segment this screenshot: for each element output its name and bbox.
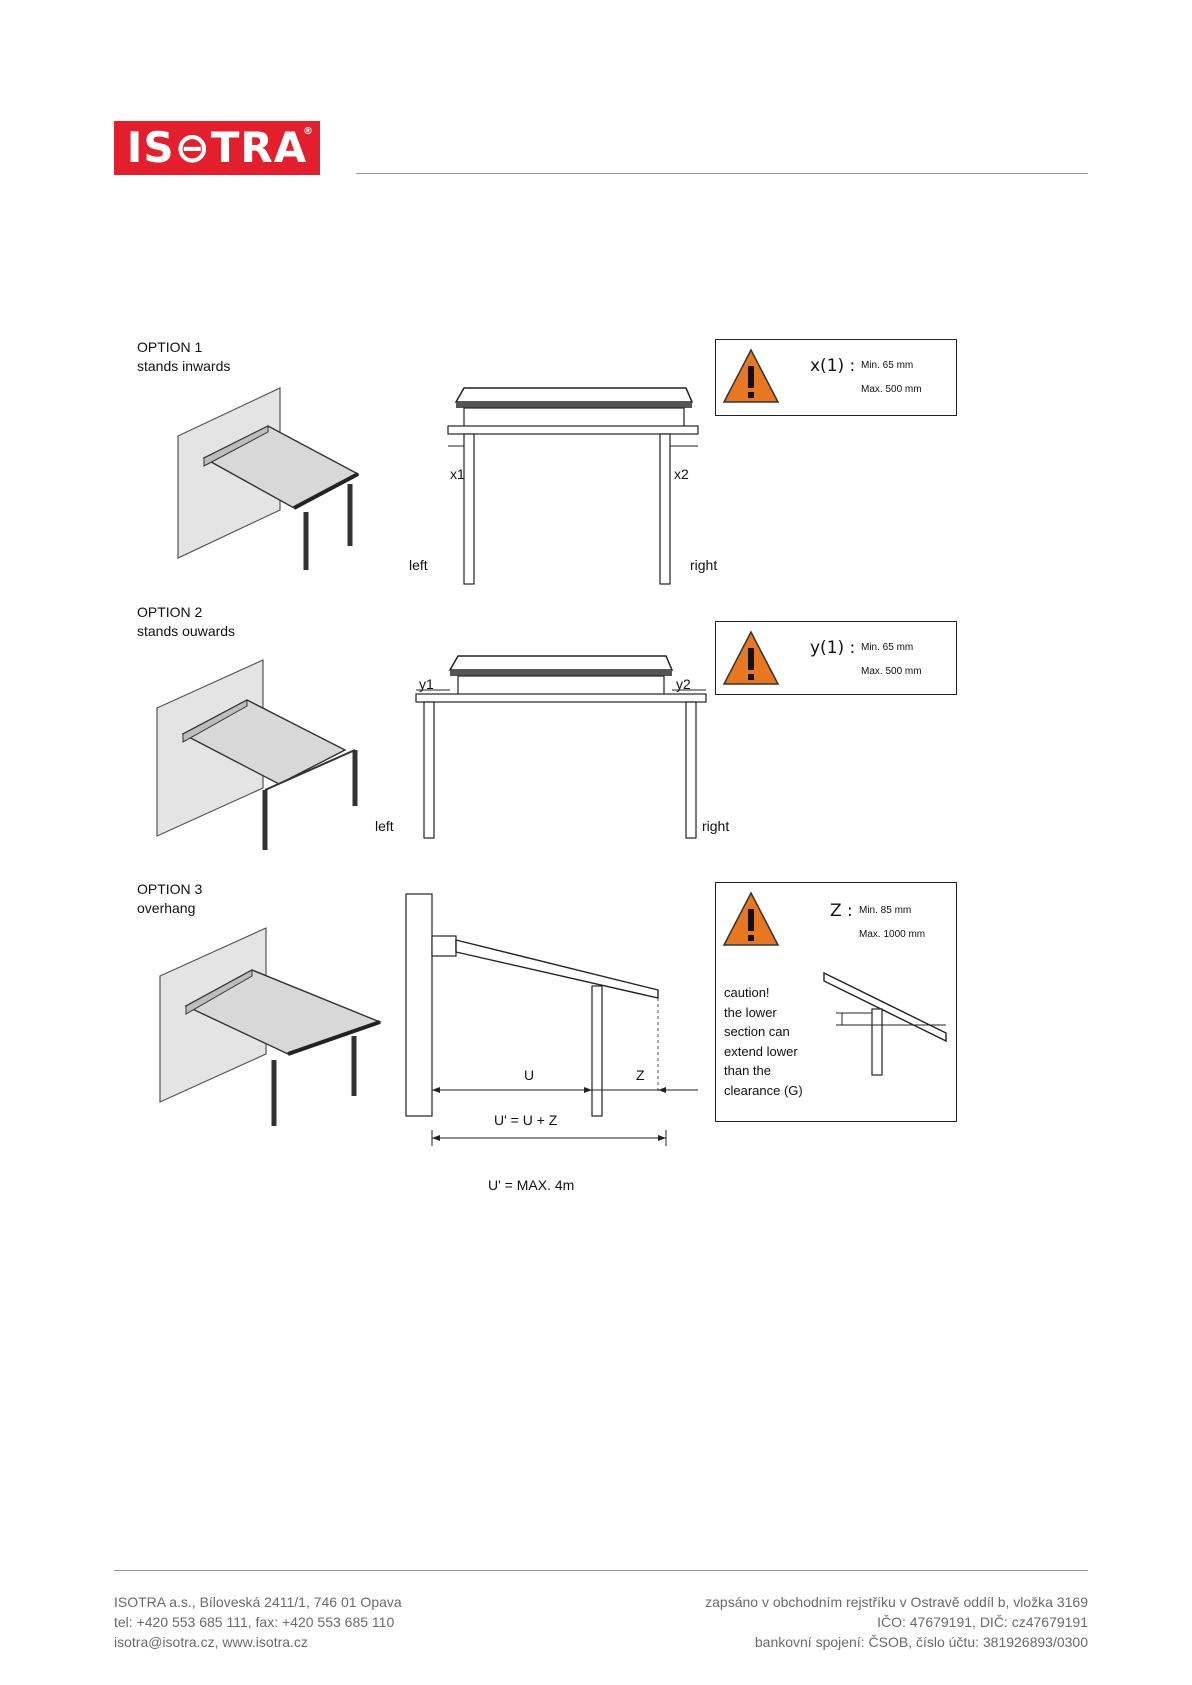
option-1-label-right: right <box>690 557 718 573</box>
option-1-subtitle: stands inwards <box>137 358 231 374</box>
footer-register: zapsáno v obchodním rejstříku v Ostravě … <box>705 1594 1088 1610</box>
option-1-front-view <box>447 387 699 585</box>
logo-text: IS⊖TRA <box>126 123 308 172</box>
option-3-warning-symbol: Z : <box>830 901 853 921</box>
option-2-awning-illustration <box>156 659 358 850</box>
option-2-title: OPTION 2 <box>137 604 203 620</box>
caution-line: caution! <box>724 985 770 1000</box>
option-1-warning-box: x(1) : Min. 65 mm Max. 500 mm <box>715 339 957 416</box>
logo-registered-mark: ® <box>303 126 314 137</box>
footer-address: ISOTRA a.s., Bíloveská 2411/1, 746 01 Op… <box>114 1594 402 1610</box>
option-2-front-view <box>415 655 707 839</box>
warning-triangle-icon <box>722 348 780 403</box>
option-3-subtitle: overhang <box>137 900 196 916</box>
warning-triangle-icon <box>722 891 780 946</box>
option-3-label-u-max: U' = MAX. 4m <box>488 1177 575 1193</box>
option-2-warning-min: Min. 65 mm <box>861 642 914 653</box>
option-3-awning-illustration <box>159 927 382 1126</box>
option-2-dim-y1: y1 <box>419 676 434 692</box>
caution-line: than the <box>724 1063 771 1079</box>
warning-triangle-icon <box>722 630 780 685</box>
footer-contact: isotra@isotra.cz, www.isotra.cz <box>114 1634 308 1650</box>
option-3-label-u: U <box>524 1067 535 1083</box>
option-2-warning-box: y(1) : Min. 65 mm Max. 500 mm <box>715 621 957 695</box>
option-2-dim-y2: y2 <box>676 676 691 692</box>
footer-registration-info: zapsáno v obchodním rejstříku v Ostravě … <box>705 1592 1088 1652</box>
option-1-label-left: left <box>409 557 428 573</box>
caution-line: the lower <box>724 1004 777 1020</box>
option-3-heading: OPTION 3 overhang <box>137 880 202 918</box>
footer-company-info: ISOTRA a.s., Bíloveská 2411/1, 746 01 Op… <box>114 1592 402 1652</box>
option-1-warning-max: Max. 500 mm <box>861 384 922 395</box>
option-1-dim-x2: x2 <box>674 466 689 482</box>
header-rule <box>356 173 1088 174</box>
caution-line: extend lower <box>724 1043 798 1059</box>
caution-line: section can <box>724 1024 790 1040</box>
footer-rule <box>114 1570 1088 1571</box>
option-3-label-z: Z <box>636 1067 645 1083</box>
option-1-title: OPTION 1 <box>137 339 203 355</box>
option-3-warning-min: Min. 85 mm <box>859 905 912 916</box>
footer-phone: tel: +420 553 685 111, fax: +420 553 685… <box>114 1614 395 1630</box>
option-3-warning-max: Max. 1000 mm <box>859 929 926 940</box>
option-1-warning-min: Min. 65 mm <box>861 360 914 371</box>
footer-bank: bankovní spojení: ČSOB, číslo účtu: 3819… <box>754 1634 1088 1650</box>
option-2-warning-max: Max. 500 mm <box>861 666 922 677</box>
caution-line: clearance (G) <box>724 1082 803 1098</box>
option-1-heading: OPTION 1 stands inwards <box>137 338 230 376</box>
option-3-warning-box: Z : Min. 85 mm Max. 1000 mm caution! the… <box>715 882 957 1122</box>
option-2-heading: OPTION 2 stands ouwards <box>137 603 235 641</box>
option-1-dim-x1: x1 <box>450 466 465 482</box>
option-1-warning-symbol: x(1) : <box>810 356 856 376</box>
option-3-caution-detail-illustration <box>823 971 947 1076</box>
option-3-title: OPTION 3 <box>137 881 203 897</box>
option-2-label-right: right <box>702 818 730 834</box>
option-3-side-view <box>405 893 698 1146</box>
option-3-caution-text: caution! the lower section can extend lo… <box>724 983 803 1101</box>
footer-ids: IČO: 47679191, DIČ: cz47679191 <box>877 1614 1088 1630</box>
option-3-label-u-prime: U' = U + Z <box>494 1112 558 1128</box>
option-2-subtitle: stands ouwards <box>137 623 236 639</box>
option-2-label-left: left <box>375 818 394 834</box>
option-1-awning-illustration <box>177 387 360 570</box>
option-2-warning-symbol: y(1) : <box>810 638 856 658</box>
isotra-logo: IS⊖TRA ® <box>114 121 320 175</box>
